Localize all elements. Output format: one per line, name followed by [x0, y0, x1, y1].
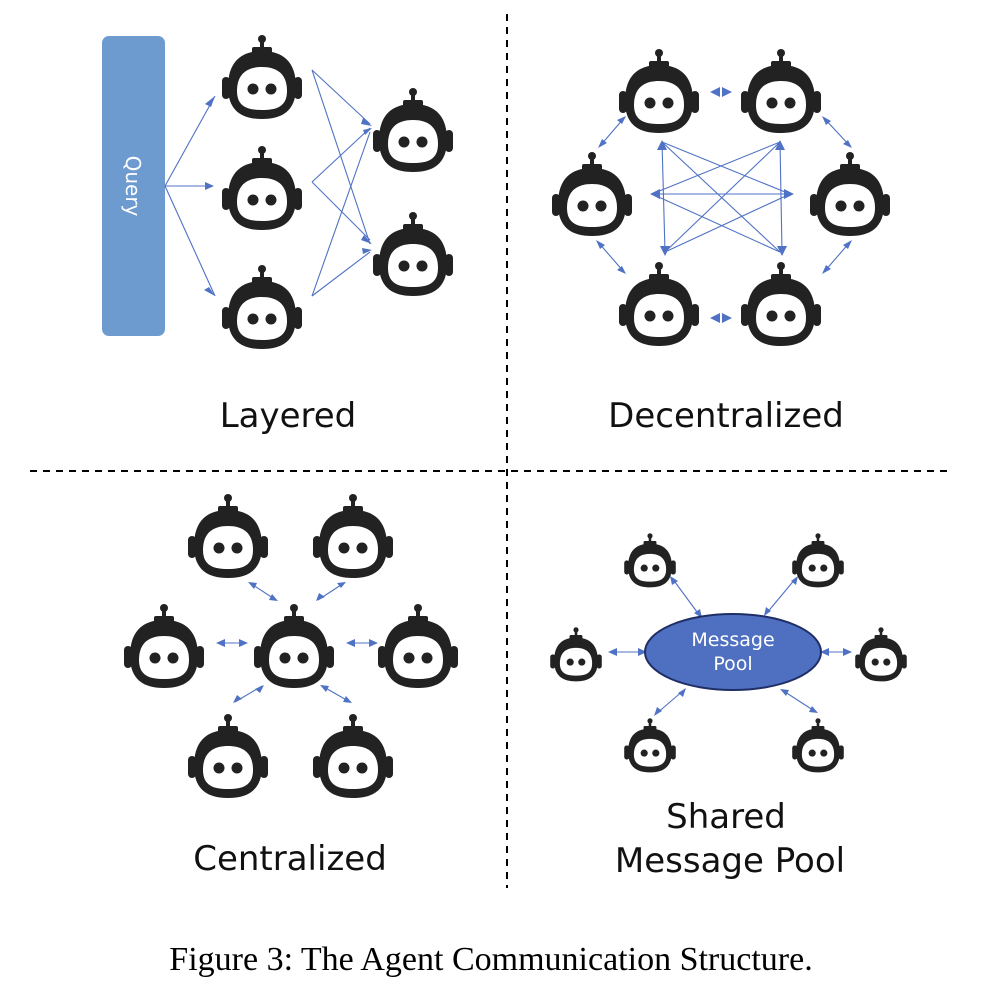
- robot-head-icon: [792, 718, 844, 773]
- robot-head-icon: [222, 265, 302, 349]
- robot-head-icon: [624, 718, 676, 773]
- robot-head-icon: [624, 533, 676, 588]
- robot-head-icon: [792, 533, 844, 588]
- robot-head-icon: [222, 35, 302, 119]
- robot-head-icon: [373, 212, 453, 296]
- robot-head-icon: [855, 627, 907, 682]
- robot-head-icon: [741, 49, 821, 133]
- panel-label-shared-line2: Message Pool: [615, 841, 845, 881]
- message-pool: [644, 613, 822, 691]
- panel-centralized: Centralized: [124, 494, 458, 879]
- panel-decentralized: Decentralized: [552, 49, 890, 436]
- robot-head-icon: [188, 714, 268, 798]
- robot-head-icon: [619, 49, 699, 133]
- panel-label-decentralized: Decentralized: [608, 396, 844, 436]
- decentralized-arrows: [596, 87, 852, 323]
- robot-head-icon: [188, 494, 268, 578]
- panel-label-layered: Layered: [220, 396, 357, 436]
- robot-head-icon: [313, 494, 393, 578]
- robot-head-icon: [378, 604, 458, 688]
- panel-shared-message-pool: Message Pool Shared Message Pool: [550, 533, 907, 881]
- query-box: [102, 36, 165, 336]
- robot-head-icon: [254, 604, 334, 688]
- layered-arrows: [164, 69, 372, 297]
- robot-head-icon: [810, 152, 890, 236]
- panel-label-shared-line1: Shared: [666, 797, 786, 837]
- panel-layered: Query Layered: [102, 35, 453, 436]
- robot-head-icon: [222, 146, 302, 230]
- message-pool-label-line1: Message: [691, 629, 774, 651]
- centralized-arrows: [216, 582, 378, 703]
- panel-label-centralized: Centralized: [193, 839, 387, 879]
- robot-head-icon: [313, 714, 393, 798]
- robot-head-icon: [552, 152, 632, 236]
- robot-head-icon: [124, 604, 204, 688]
- robot-head-icon: [619, 262, 699, 346]
- robot-head-icon: [373, 88, 453, 172]
- robot-head-icon: [741, 262, 821, 346]
- figure-caption: Figure 3: The Agent Communication Struct…: [169, 941, 812, 978]
- robot-head-icon: [550, 627, 602, 682]
- message-pool-label-line2: Pool: [713, 653, 752, 675]
- query-label: Query: [121, 156, 145, 217]
- shared-pool-arrows: [608, 576, 852, 716]
